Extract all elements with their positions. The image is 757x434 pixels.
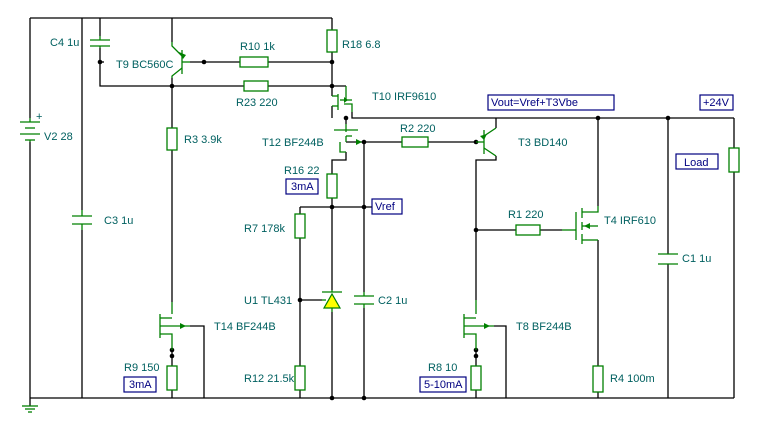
junction-dots [97,59,671,401]
t12-current-box [285,178,319,195]
capacitor-c2-symbol [354,292,374,308]
resistor-r2 [401,136,429,148]
jfet-t8-symbol [463,300,494,350]
label-r7: R7 178k [244,223,285,235]
label-r10: R10 1k [240,41,275,53]
label-t10: T10 IRF9610 [372,91,436,103]
label-t8: T8 BF244B [516,321,572,333]
capacitor-c1-symbol [658,253,678,265]
label-r9: R9 150 [124,362,159,374]
resistor-r3 [166,127,178,151]
t14-current-box [123,376,157,393]
capacitor-c4-symbol [90,36,110,48]
resistor-r4 [592,365,604,393]
label-r2: R2 220 [400,123,435,135]
mosfet-t4-symbol [562,206,599,244]
label-t4: T4 IRF610 [604,215,656,227]
ground-icon [22,405,38,413]
battery-v2-symbol [20,118,40,142]
vref-box [371,198,403,215]
label-v2: V2 28 [44,131,73,143]
load-box [675,153,719,170]
t12-current-annotation: 3mA [291,181,314,193]
resistor-r18 [326,29,338,53]
vref-annotation: Vref [375,201,396,213]
resistors [166,29,740,393]
label-r3: R3 3.9k [184,134,222,146]
transistor-t9-symbol [171,42,190,78]
label-c2: C2 1u [378,295,407,307]
resistor-r23 [243,80,269,92]
resistor-r8 [470,365,482,391]
jfet-t12-symbol [334,124,362,153]
resistor-r16 [326,173,338,199]
transistor-t3-symbol [476,127,497,157]
label-r18: R18 6.8 [342,39,381,51]
label-r16: R16 22 [284,165,319,177]
label-c3: C3 1u [104,215,133,227]
capacitor-c3-symbol [72,210,92,230]
label-r8: R8 10 [428,362,457,374]
label-c1: C1 1u [682,253,711,265]
label-t3: T3 BD140 [518,137,568,149]
resistor-r9 [166,365,178,391]
resistor-load [728,147,740,173]
label-t12: T12 BF244B [262,137,324,149]
out-voltage-annotation: +24V [703,97,730,109]
label-t9: T9 BC560C [116,59,174,71]
resistor-r12 [294,365,306,391]
t8-current-box [419,376,467,393]
vout-box [487,94,615,111]
label-r12: R12 21.5k [244,373,295,385]
resistor-r1 [515,224,541,236]
load-annotation: Load [684,157,708,169]
label-r4: R4 100m [610,373,655,385]
t14-current-annotation: 3mA [129,379,152,391]
label-r1: R1 220 [508,209,543,221]
label-t14: T14 BF244B [214,321,276,333]
label-c4: C4 1u [50,37,79,49]
vout-annotation: Vout=Vref+T3Vbe [491,97,578,109]
resistor-r7 [294,213,306,239]
jfet-t14-symbol [159,302,190,350]
out-voltage-box [699,94,734,111]
t8-current-annotation: 5-10mA [424,379,463,391]
mosfet-t10-symbol [332,86,353,112]
battery-plus-sign: + [36,111,42,123]
shunt-regulator-u1-symbol [322,290,342,312]
resistor-r10 [239,56,269,68]
label-u1: U1 TL431 [244,295,292,307]
label-r23: R23 220 [236,97,278,109]
